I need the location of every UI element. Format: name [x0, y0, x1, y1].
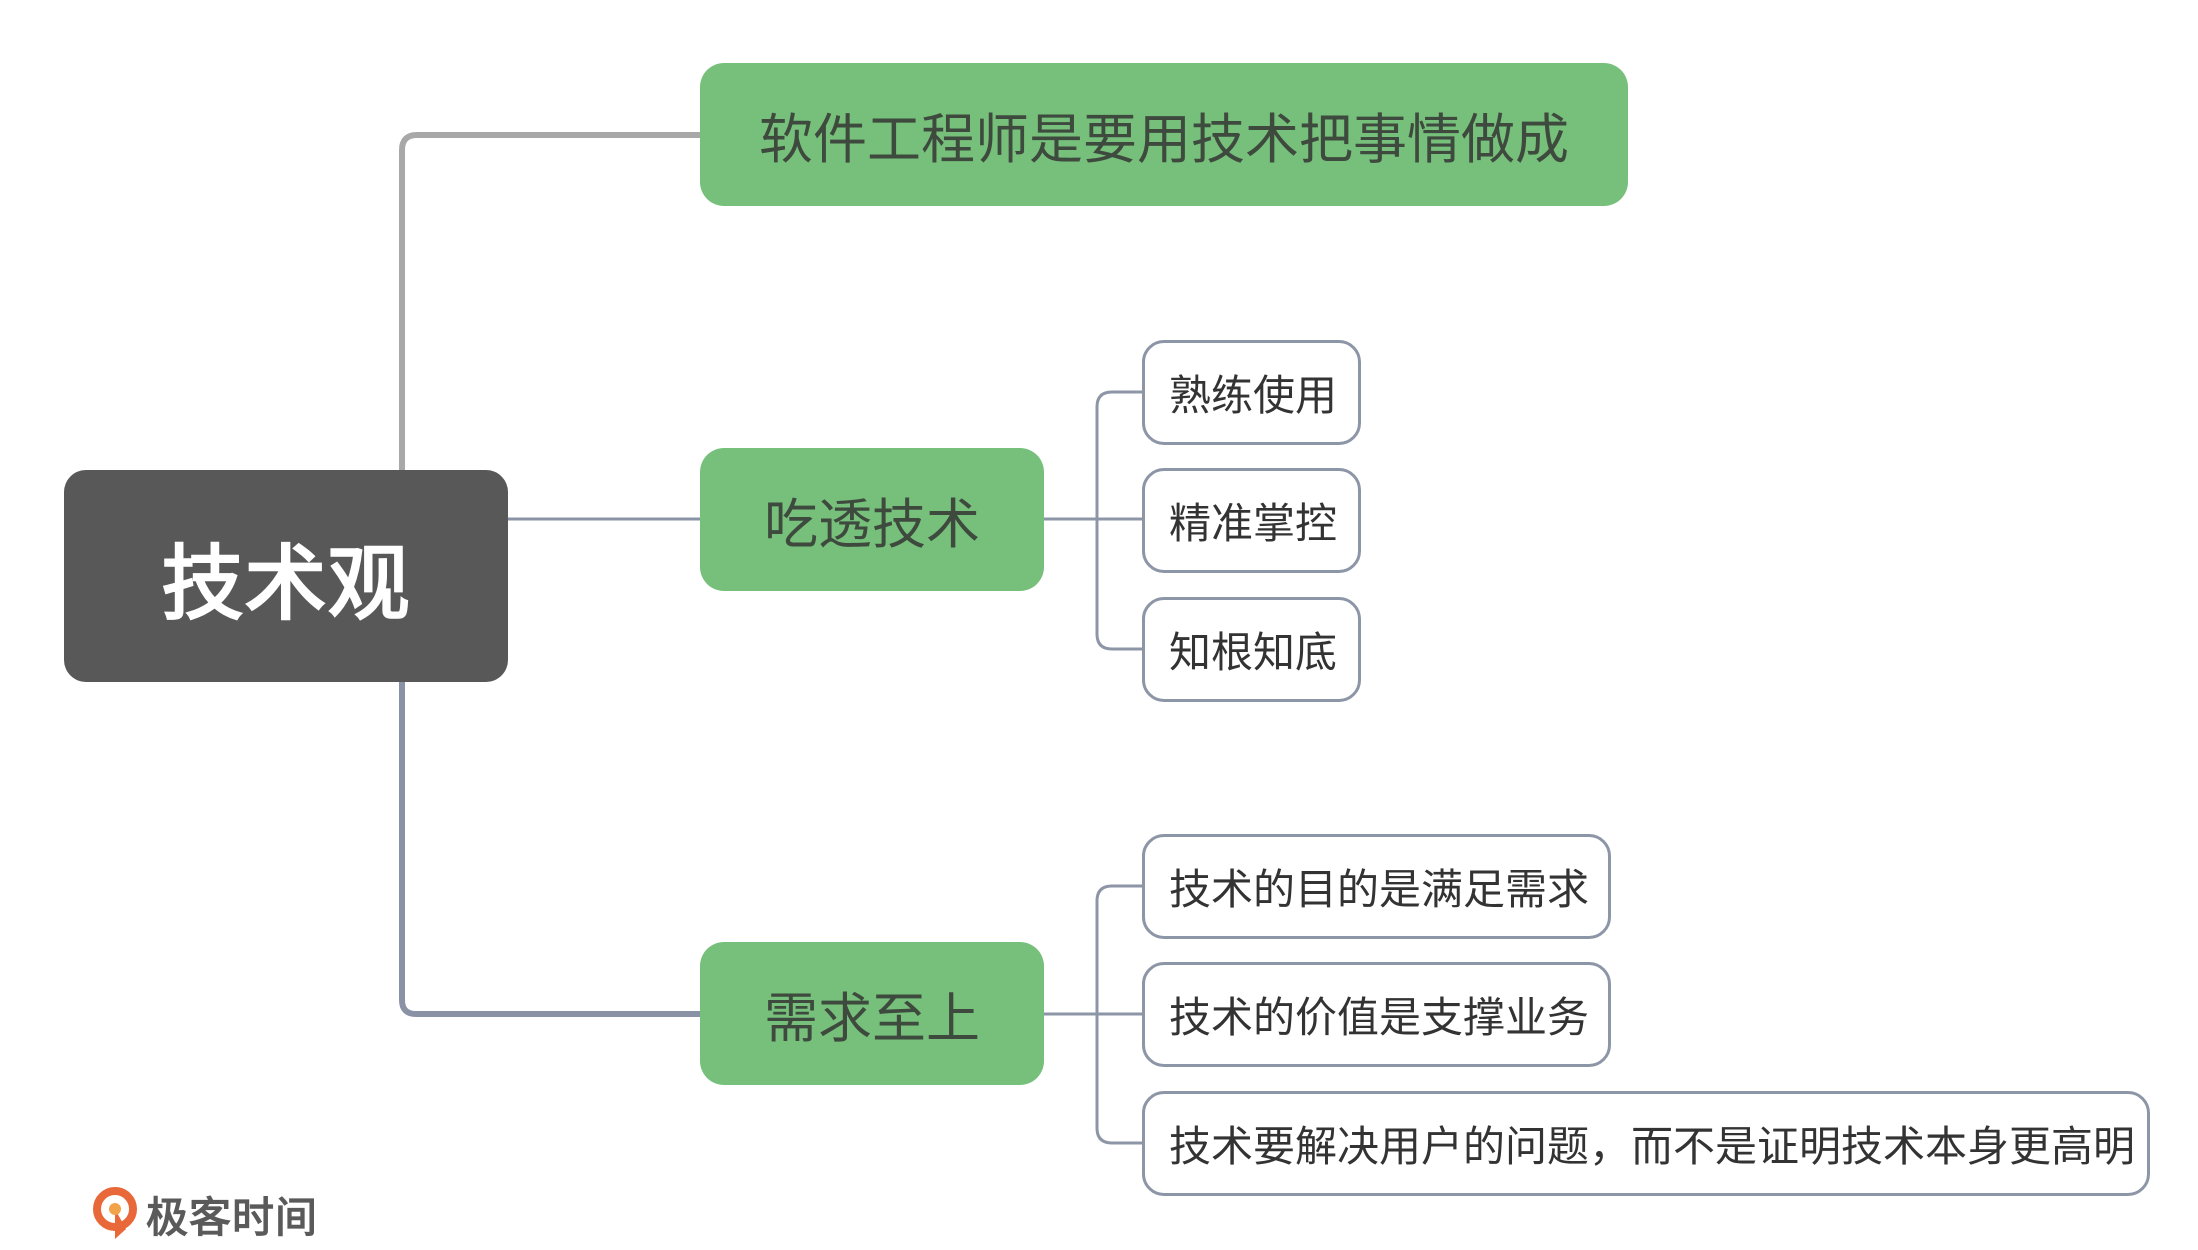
- leaf-node-label: 熟练使用: [1169, 371, 1338, 420]
- connector-leaf-4: [1095, 884, 1142, 1145]
- geektime-logo: 极客时间: [92, 1186, 318, 1242]
- leaf-node[interactable]: 技术的目的是满足需求: [1142, 834, 1611, 939]
- root-node[interactable]: 技术观: [64, 470, 508, 682]
- leaf-node[interactable]: 技术的价值是支撑业务: [1142, 962, 1611, 1067]
- connector-root-branch-3: [399, 682, 700, 1017]
- branch-node-3-label: 需求至上: [764, 987, 980, 1050]
- leaf-node-label: 技术要解决用户的问题，而不是证明技术本身更高明: [1169, 1122, 2136, 1171]
- branch-node-1[interactable]: 软件工程师是要用技术把事情做成: [700, 63, 1628, 206]
- connector-root-branch-1: [399, 132, 700, 470]
- branch-node-1-label: 软件工程师是要用技术把事情做成: [759, 108, 1569, 171]
- branch-node-3[interactable]: 需求至上: [700, 942, 1044, 1085]
- leaf-node[interactable]: 技术要解决用户的问题，而不是证明技术本身更高明: [1142, 1091, 2150, 1196]
- geektime-logo-text: 极客时间: [146, 1192, 319, 1242]
- root-node-label: 技术观: [161, 536, 411, 632]
- leaf-node[interactable]: 熟练使用: [1142, 340, 1361, 445]
- leaf-node[interactable]: 知根知底: [1142, 597, 1361, 702]
- leaf-node[interactable]: 精准掌控: [1142, 468, 1361, 573]
- branch-node-2[interactable]: 吃透技术: [700, 448, 1044, 591]
- leaf-node-label: 技术的目的是满足需求: [1169, 865, 1590, 914]
- connector-leaf-1: [1095, 390, 1142, 651]
- branch-node-2-label: 吃透技术: [764, 493, 980, 556]
- leaf-node-label: 精准掌控: [1169, 499, 1338, 548]
- leaf-node-label: 知根知底: [1169, 628, 1338, 677]
- geektime-logo-icon: [93, 1187, 137, 1239]
- leaf-node-label: 技术的价值是支撑业务: [1169, 993, 1590, 1042]
